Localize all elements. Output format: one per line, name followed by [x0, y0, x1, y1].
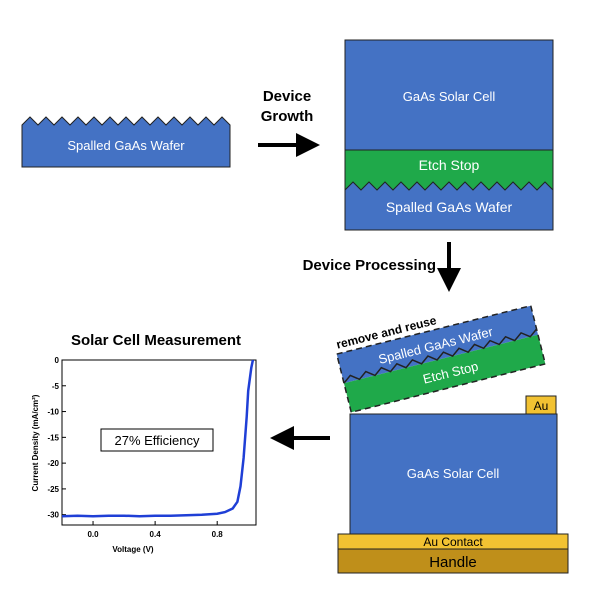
bottom-cell-layer	[349, 413, 558, 535]
y-tick-label: -15	[47, 433, 59, 442]
x-axis-label: Voltage (V)	[112, 545, 154, 554]
top-cell-label: GaAs Solar Cell	[403, 89, 496, 104]
top-etch-label: Etch Stop	[419, 157, 480, 173]
grown-stack: GaAs Solar Cell Etch Stop Spalled GaAs W…	[344, 39, 554, 231]
top-wafer-layer	[344, 181, 554, 231]
y-tick-label: -30	[47, 511, 59, 520]
removed-etch-layer	[343, 334, 546, 413]
removed-stack: Spalled GaAs Wafer Etch Stop remove and …	[335, 304, 547, 414]
au-label: Au	[534, 399, 549, 413]
bottom-cell-label: GaAs Solar Cell	[407, 466, 500, 481]
iv-curve	[61, 359, 255, 518]
x-ticks: 0.0 0.4 0.8	[87, 521, 223, 539]
y-tick-label: -10	[47, 408, 59, 417]
au-contact-label: Au Contact	[423, 535, 483, 549]
y-tick-label: -20	[47, 459, 59, 468]
removed-interface	[343, 328, 538, 384]
efficiency-label: 27% Efficiency	[114, 433, 200, 448]
device-processing-label: Device Processing	[303, 257, 436, 274]
y-tick-label: 0	[55, 356, 60, 365]
top-wafer-label: Spalled GaAs Wafer	[386, 199, 513, 215]
wafer-left-label: Spalled GaAs Wafer	[67, 138, 185, 153]
x-tick-label: 0.4	[150, 530, 162, 539]
x-tick-label: 0.8	[212, 530, 224, 539]
removed-wafer-layer	[336, 305, 539, 384]
final-device: Au GaAs Solar Cell Au Contact Handle	[337, 395, 569, 574]
x-tick-label: 0.0	[87, 530, 99, 539]
wafer-left-block	[21, 116, 231, 168]
device-growth-label-line2: Growth	[261, 108, 314, 125]
device-growth-label-line1: Device	[263, 88, 311, 105]
handle-label: Handle	[429, 554, 477, 571]
plot-frame	[61, 359, 257, 526]
top-cell-layer	[344, 39, 554, 151]
y-ticks: 0 -5 -10 -15 -20 -25 -30	[47, 356, 66, 520]
efficiency-box	[100, 428, 214, 452]
y-tick-label: -25	[47, 485, 59, 494]
y-axis-label: Current Density (mA/cm²)	[31, 394, 40, 491]
chart-title: Solar Cell Measurement	[71, 332, 241, 349]
iv-chart: Solar Cell Measurement 0 -5 -10 -15 -20 -25 -3…	[31, 332, 257, 554]
y-tick-label: -5	[52, 382, 60, 391]
handle-layer	[337, 548, 569, 574]
